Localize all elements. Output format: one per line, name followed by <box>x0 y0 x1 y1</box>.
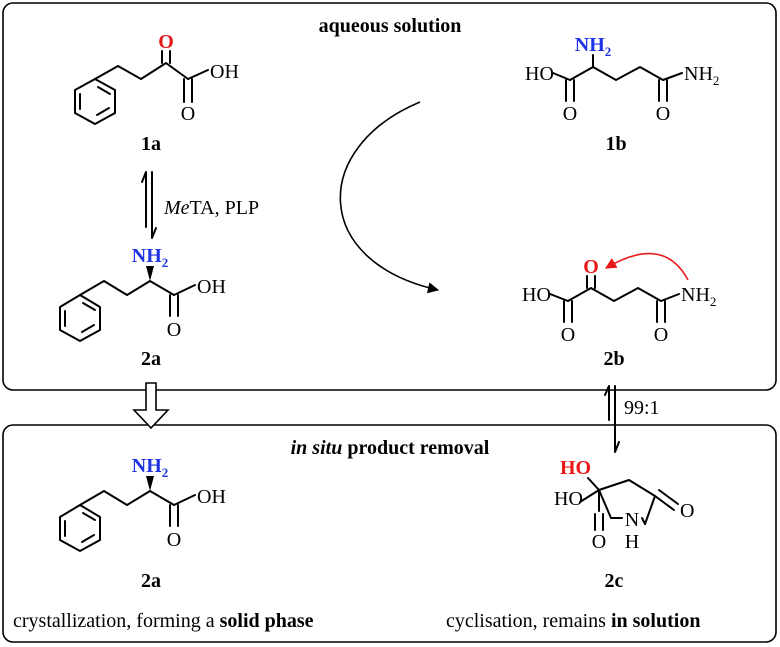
isolation-panel <box>2 424 777 643</box>
lactam-oxygen: O <box>680 500 694 522</box>
compound-label-2b: 2b <box>603 348 624 370</box>
aqueous-panel-title: aqueous solution <box>319 15 462 37</box>
stereo-wedge <box>146 266 154 281</box>
compound-label-1a: 1a <box>141 133 161 155</box>
alpha-amine: NH2 <box>132 245 169 270</box>
enzyme-label: MeTA, PLP <box>163 197 259 219</box>
acid-oh: OH <box>197 276 226 298</box>
acid-ho: HO <box>525 63 554 85</box>
amide-nh2: NH2 <box>681 284 716 309</box>
acid-carbonyl-oxygen: O <box>561 324 575 346</box>
ketone-oxygen: O <box>158 31 174 53</box>
compound-2a-bottom: NH2 OH O 2a <box>59 455 226 592</box>
compound-label-1b: 1b <box>605 133 626 155</box>
ring-nitrogen: N <box>625 509 639 531</box>
carbonyl-oxygen: O <box>167 319 181 341</box>
aqueous-panel <box>2 2 777 391</box>
phenyl-ring <box>59 294 101 342</box>
compound-label-2c: 2c <box>605 570 624 592</box>
equilibrium-ratio: 99:1 <box>624 397 660 419</box>
acid-ho: HO <box>522 284 551 306</box>
alpha-amine: NH2 <box>132 455 169 480</box>
compound-1b: HO NH2 O O NH2 1b <box>525 34 719 155</box>
compound-1a: O OH O 1a <box>74 31 239 155</box>
carbonyl-oxygen: O <box>167 529 181 551</box>
ketone-oxygen: O <box>583 256 599 278</box>
compound-2a-top: NH2 OH O 2a <box>59 245 226 370</box>
hollow-transfer-arrow <box>132 382 170 430</box>
equilibrium-arrow-1a-2a <box>141 171 157 239</box>
isolation-panel-title: in situ product removal <box>291 437 490 459</box>
compound-label-2a-bottom: 2a <box>141 570 161 592</box>
compound-2b: HO O O O NH2 2b <box>522 252 716 370</box>
acid-carbonyl-oxygen: O <box>592 531 606 553</box>
acid-oh: OH <box>197 486 226 508</box>
amide-oxygen: O <box>654 324 668 346</box>
carbonyl-oxygen: O <box>181 103 195 125</box>
amide-nh2: NH2 <box>684 63 719 88</box>
acid-carbonyl-oxygen: O <box>563 103 577 125</box>
acid-ho: HO <box>554 488 583 510</box>
caption-solid-phase: crystallization, forming a solid phase <box>13 610 314 632</box>
stereo-wedge <box>146 476 154 491</box>
alpha-amine: NH2 <box>575 34 612 59</box>
compound-2c: HO N H O HO O 2c <box>554 457 694 592</box>
phenyl-ring <box>59 504 101 552</box>
amide-oxygen: O <box>656 103 670 125</box>
phenyl-ring <box>74 78 116 125</box>
transamination-curved-arrow <box>339 101 440 294</box>
equilibrium-arrow-2b-2c <box>604 385 620 453</box>
caption-in-solution: cyclisation, remains in solution <box>446 610 700 632</box>
ring-nh-hydrogen: H <box>625 531 639 553</box>
hydroxy-group: HO <box>560 457 591 479</box>
acid-oh: OH <box>210 61 239 83</box>
compound-label-2a-top: 2a <box>141 348 161 370</box>
cyclisation-red-arrow <box>605 252 689 281</box>
